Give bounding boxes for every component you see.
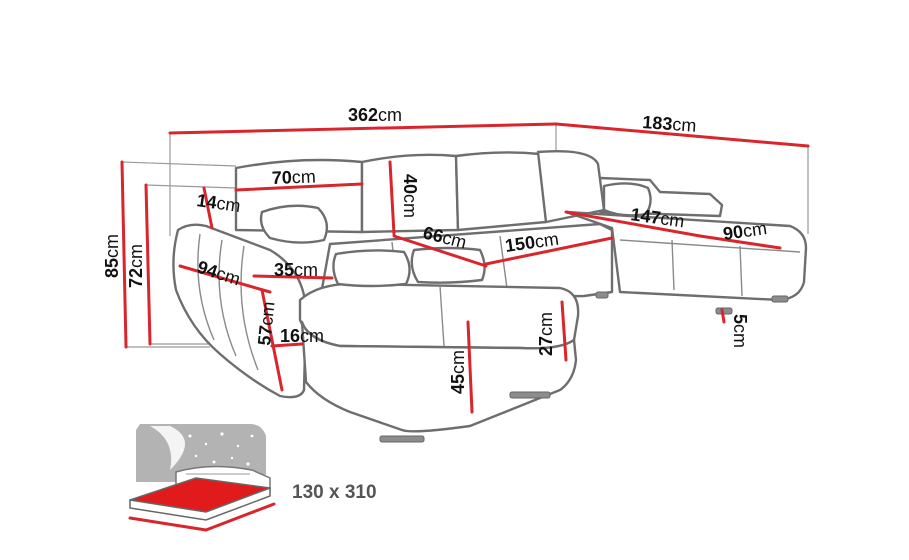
label-chaise-height: 45cm [448,350,468,394]
label-right-seat-width: 147cm [629,204,685,231]
dimension-lines [120,122,810,414]
sleeping-area-label: 130 x 310 [292,482,377,503]
label-leg-height: 5cm [730,314,750,348]
label-arm-height: 57cm [254,301,278,347]
label-back-cushion-width: 70cm [271,166,316,188]
label-arm-thickness: 16cm [280,326,324,346]
reference-lines [121,124,809,348]
label-center-seat-width: 150cm [504,229,560,256]
label-back-height: 40cm [400,174,420,218]
label-total-width: 362cm [348,105,402,125]
label-left-seat-depth: 35cm [274,260,318,280]
dimension-labels: 362cm 183cm 85cm 72cm 70cm 14cm 40cm 66c… [102,105,768,394]
label-chaise-front-height: 27cm [536,312,556,356]
sofa-feet [379,291,789,443]
label-seat-back-height: 72cm [126,244,146,288]
label-right-seat-depth: 90cm [722,218,768,244]
sleeping-function-icon [128,424,276,532]
label-right-depth: 183cm [642,112,697,136]
label-total-height: 85cm [102,234,122,278]
sofa-outline [172,150,808,433]
label-armrest-width: 14cm [195,190,241,216]
